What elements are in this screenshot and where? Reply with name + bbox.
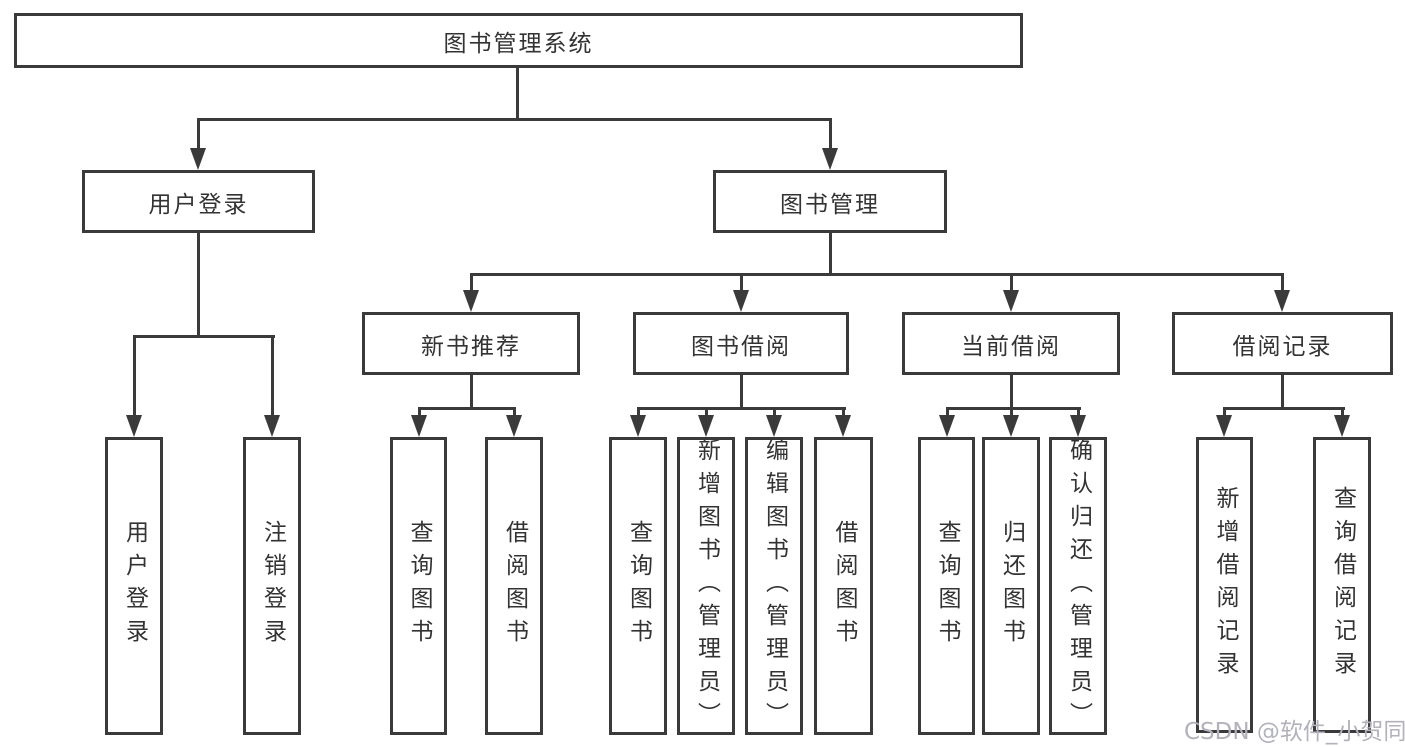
- connector-new-books-stem: [470, 375, 473, 410]
- connector-arrow-shaft: [1010, 273, 1013, 290]
- leaf-label-logout: 注销登录: [259, 520, 286, 652]
- watermark: CSDN @软件_小贺同学: [1184, 719, 1405, 745]
- connector-arrow-shaft: [842, 407, 845, 417]
- leaf-label-confirm-return: 确认归还（管理员）: [1065, 437, 1092, 735]
- node-label-current-borrow: 当前借阅: [961, 333, 1061, 360]
- arrow-down-icon: [822, 148, 838, 170]
- leaf-add-borrow-record: 新增借阅记录: [1196, 437, 1253, 733]
- node-label-root: 图书管理系统: [443, 30, 594, 57]
- connector-borrow-records-stem: [1281, 375, 1284, 410]
- arrow-down-icon: [698, 415, 714, 437]
- leaf-label-add-books: 新增图书（管理员）: [693, 437, 720, 735]
- leaf-add-books: 新增图书（管理员）: [677, 437, 735, 735]
- leaf-label-add-borrow-record: 新增借阅记录: [1212, 486, 1238, 684]
- arrow-down-icon: [1334, 415, 1350, 437]
- connector-arrow-shaft: [197, 118, 200, 150]
- arrow-down-icon: [835, 415, 851, 437]
- node-label-user-login: 用户登录: [148, 191, 249, 218]
- leaf-edit-books: 编辑图书（管理员）: [745, 437, 803, 735]
- connector-arrow-shaft: [1010, 407, 1013, 417]
- leaf-label-query-borrow-record: 查询借阅记录: [1329, 486, 1356, 684]
- leaf-borrow-books-2: 借阅图书: [814, 437, 873, 735]
- leaf-label-query-books-2: 查询图书: [625, 520, 652, 652]
- connector-root-bus: [197, 118, 831, 121]
- connector-arrow-shaft: [1341, 407, 1344, 417]
- leaf-query-borrow-record: 查询借阅记录: [1313, 437, 1371, 733]
- node-label-book-borrow: 图书借阅: [691, 333, 791, 360]
- connector-arrow-shaft: [1077, 407, 1080, 417]
- leaf-return-books: 归还图书: [982, 437, 1040, 735]
- arrow-down-icon: [1216, 415, 1232, 437]
- arrow-down-icon: [506, 415, 522, 437]
- connector-book-mgmt-stem: [829, 233, 832, 276]
- connector-new-books-bus: [418, 407, 516, 410]
- connector-user-login-stem: [197, 233, 200, 338]
- leaf-query-books-2: 查询图书: [609, 437, 667, 735]
- node-box-borrow-records: 借阅记录: [1172, 312, 1393, 375]
- node-box-root: 图书管理系统: [14, 13, 1023, 68]
- node-box-current-borrow: 当前借阅: [902, 312, 1120, 375]
- connector-arrow-shaft: [829, 118, 832, 150]
- leaf-logout: 注销登录: [243, 437, 301, 735]
- leaf-label-edit-books: 编辑图书（管理员）: [761, 437, 788, 735]
- connector-arrow-shaft: [1281, 273, 1284, 290]
- node-box-book-mgmt: 图书管理: [713, 170, 947, 233]
- connector-arrow-shaft: [946, 407, 949, 417]
- leaf-borrow-books-1: 借阅图书: [485, 437, 543, 735]
- connector-arrow-shaft: [418, 407, 421, 417]
- node-box-new-books: 新书推荐: [362, 312, 580, 375]
- leaf-label-query-books-1: 查询图书: [406, 520, 432, 652]
- node-label-borrow-records: 借阅记录: [1232, 333, 1333, 360]
- node-box-book-borrow: 图书借阅: [633, 312, 849, 375]
- node-box-user-login: 用户登录: [82, 170, 315, 233]
- leaf-query-books-1: 查询图书: [390, 437, 447, 735]
- node-label-book-mgmt: 图书管理: [780, 191, 880, 218]
- connector-arrow-shaft: [271, 335, 274, 417]
- connector-book-borrow-bus: [637, 407, 846, 410]
- arrow-down-icon: [126, 415, 142, 437]
- arrow-down-icon: [411, 415, 427, 437]
- arrow-down-icon: [766, 415, 782, 437]
- node-label-new-books: 新书推荐: [421, 333, 521, 360]
- connector-arrow-shaft: [133, 335, 136, 417]
- arrow-down-icon: [939, 415, 955, 437]
- connector-user-login-bus: [133, 335, 275, 338]
- arrow-down-icon: [630, 415, 646, 437]
- arrow-down-icon: [1003, 290, 1019, 312]
- connector-arrow-shaft: [513, 407, 516, 417]
- connector-borrow-records-bus: [1223, 407, 1345, 410]
- leaf-label-user-login: 用户登录: [121, 520, 148, 652]
- connector-arrow-shaft: [740, 273, 743, 290]
- connector-arrow-shaft: [1223, 407, 1226, 417]
- connector-current-borrow-stem: [1010, 375, 1013, 410]
- leaf-query-books-3: 查询图书: [918, 437, 975, 735]
- arrow-down-icon: [463, 290, 479, 312]
- arrow-down-icon: [1070, 415, 1086, 437]
- arrow-down-icon: [1003, 415, 1019, 437]
- connector-current-borrow-bus: [946, 407, 1081, 410]
- connector-arrow-shaft: [470, 273, 473, 290]
- connector-arrow-shaft: [637, 407, 640, 417]
- connector-book-mgmt-bus: [470, 273, 1283, 276]
- leaf-confirm-return: 确认归还（管理员）: [1049, 437, 1107, 735]
- connector-root-stem: [516, 68, 519, 121]
- leaf-label-borrow-books-1: 借阅图书: [501, 520, 528, 652]
- leaf-label-query-books-3: 查询图书: [934, 520, 960, 652]
- leaf-label-return-books: 归还图书: [998, 520, 1025, 652]
- leaf-label-borrow-books-2: 借阅图书: [831, 520, 857, 652]
- connector-arrow-shaft: [773, 407, 776, 417]
- leaf-user-login: 用户登录: [105, 437, 163, 735]
- arrow-down-icon: [1274, 290, 1290, 312]
- connector-book-borrow-stem: [740, 375, 743, 410]
- arrow-down-icon: [264, 415, 280, 437]
- arrow-down-icon: [733, 290, 749, 312]
- connector-arrow-shaft: [705, 407, 708, 417]
- arrow-down-icon: [190, 148, 206, 170]
